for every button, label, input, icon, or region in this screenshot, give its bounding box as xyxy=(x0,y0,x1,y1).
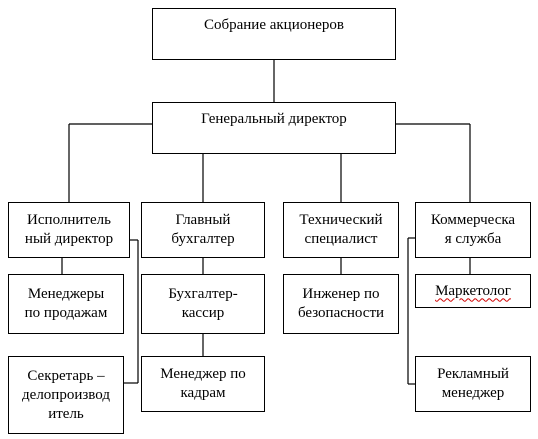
secretary-label-line2: делопроизвод xyxy=(22,386,110,403)
chief-accountant-box: Главный бухгалтер xyxy=(141,202,265,258)
security-engineer-label-line1: Инженер по xyxy=(302,286,380,302)
chief-accountant-label-line2: бухгалтер xyxy=(171,231,235,247)
advertising-manager-label-line2: менеджер xyxy=(441,385,505,401)
advertising-manager-box: Рекламный менеджер xyxy=(415,356,531,412)
accountant-cashier-label-line2: кассир xyxy=(181,305,225,321)
security-engineer-label-line2: безопасности xyxy=(297,305,385,321)
technical-specialist-box: Технический специалист xyxy=(283,202,399,258)
secretary-label-line1: Секретарь – xyxy=(27,367,105,384)
advertising-manager-label-line1: Рекламный xyxy=(437,366,509,382)
sales-managers-label-line1: Менеджеры xyxy=(27,286,105,302)
chief-accountant-label-line1: Главный xyxy=(175,212,231,228)
technical-specialist-label-line2: специалист xyxy=(304,231,378,247)
technical-specialist-label-line1: Технический xyxy=(299,212,383,228)
ceo-box: Генеральный директор xyxy=(152,102,396,154)
marketer-label: Маркетолог xyxy=(435,282,511,299)
marketer-box: Маркетолог xyxy=(415,274,531,308)
security-engineer-box: Инженер по безопасности xyxy=(283,274,399,334)
commercial-service-label-line2: я служба xyxy=(444,231,502,247)
shareholders-box: Собрание акционеров xyxy=(152,8,396,60)
accountant-cashier-label-line1: Бухгалтер- xyxy=(168,286,238,302)
ceo-label: Генеральный директор xyxy=(201,111,347,127)
executive-director-label-line1: Исполнитель xyxy=(27,212,111,228)
hr-manager-label-line2: кадрам xyxy=(180,385,226,401)
executive-director-label-line2: ный директор xyxy=(24,231,114,247)
hr-manager-label-line1: Менеджер по xyxy=(160,366,246,382)
sales-managers-box: Менеджеры по продажам xyxy=(8,274,124,334)
hr-manager-box: Менеджер по кадрам xyxy=(141,356,265,412)
secretary-label-line3: итель xyxy=(48,405,84,422)
accountant-cashier-box: Бухгалтер- кассир xyxy=(141,274,265,334)
sales-managers-label-line2: по продажам xyxy=(24,305,108,321)
secretary-box: Секретарь – делопроизвод итель xyxy=(8,356,124,434)
executive-director-box: Исполнитель ный директор xyxy=(8,202,130,258)
shareholders-label: Собрание акционеров xyxy=(203,17,345,33)
commercial-service-label-line1: Коммерческа xyxy=(430,212,516,228)
commercial-service-box: Коммерческа я служба xyxy=(415,202,531,258)
